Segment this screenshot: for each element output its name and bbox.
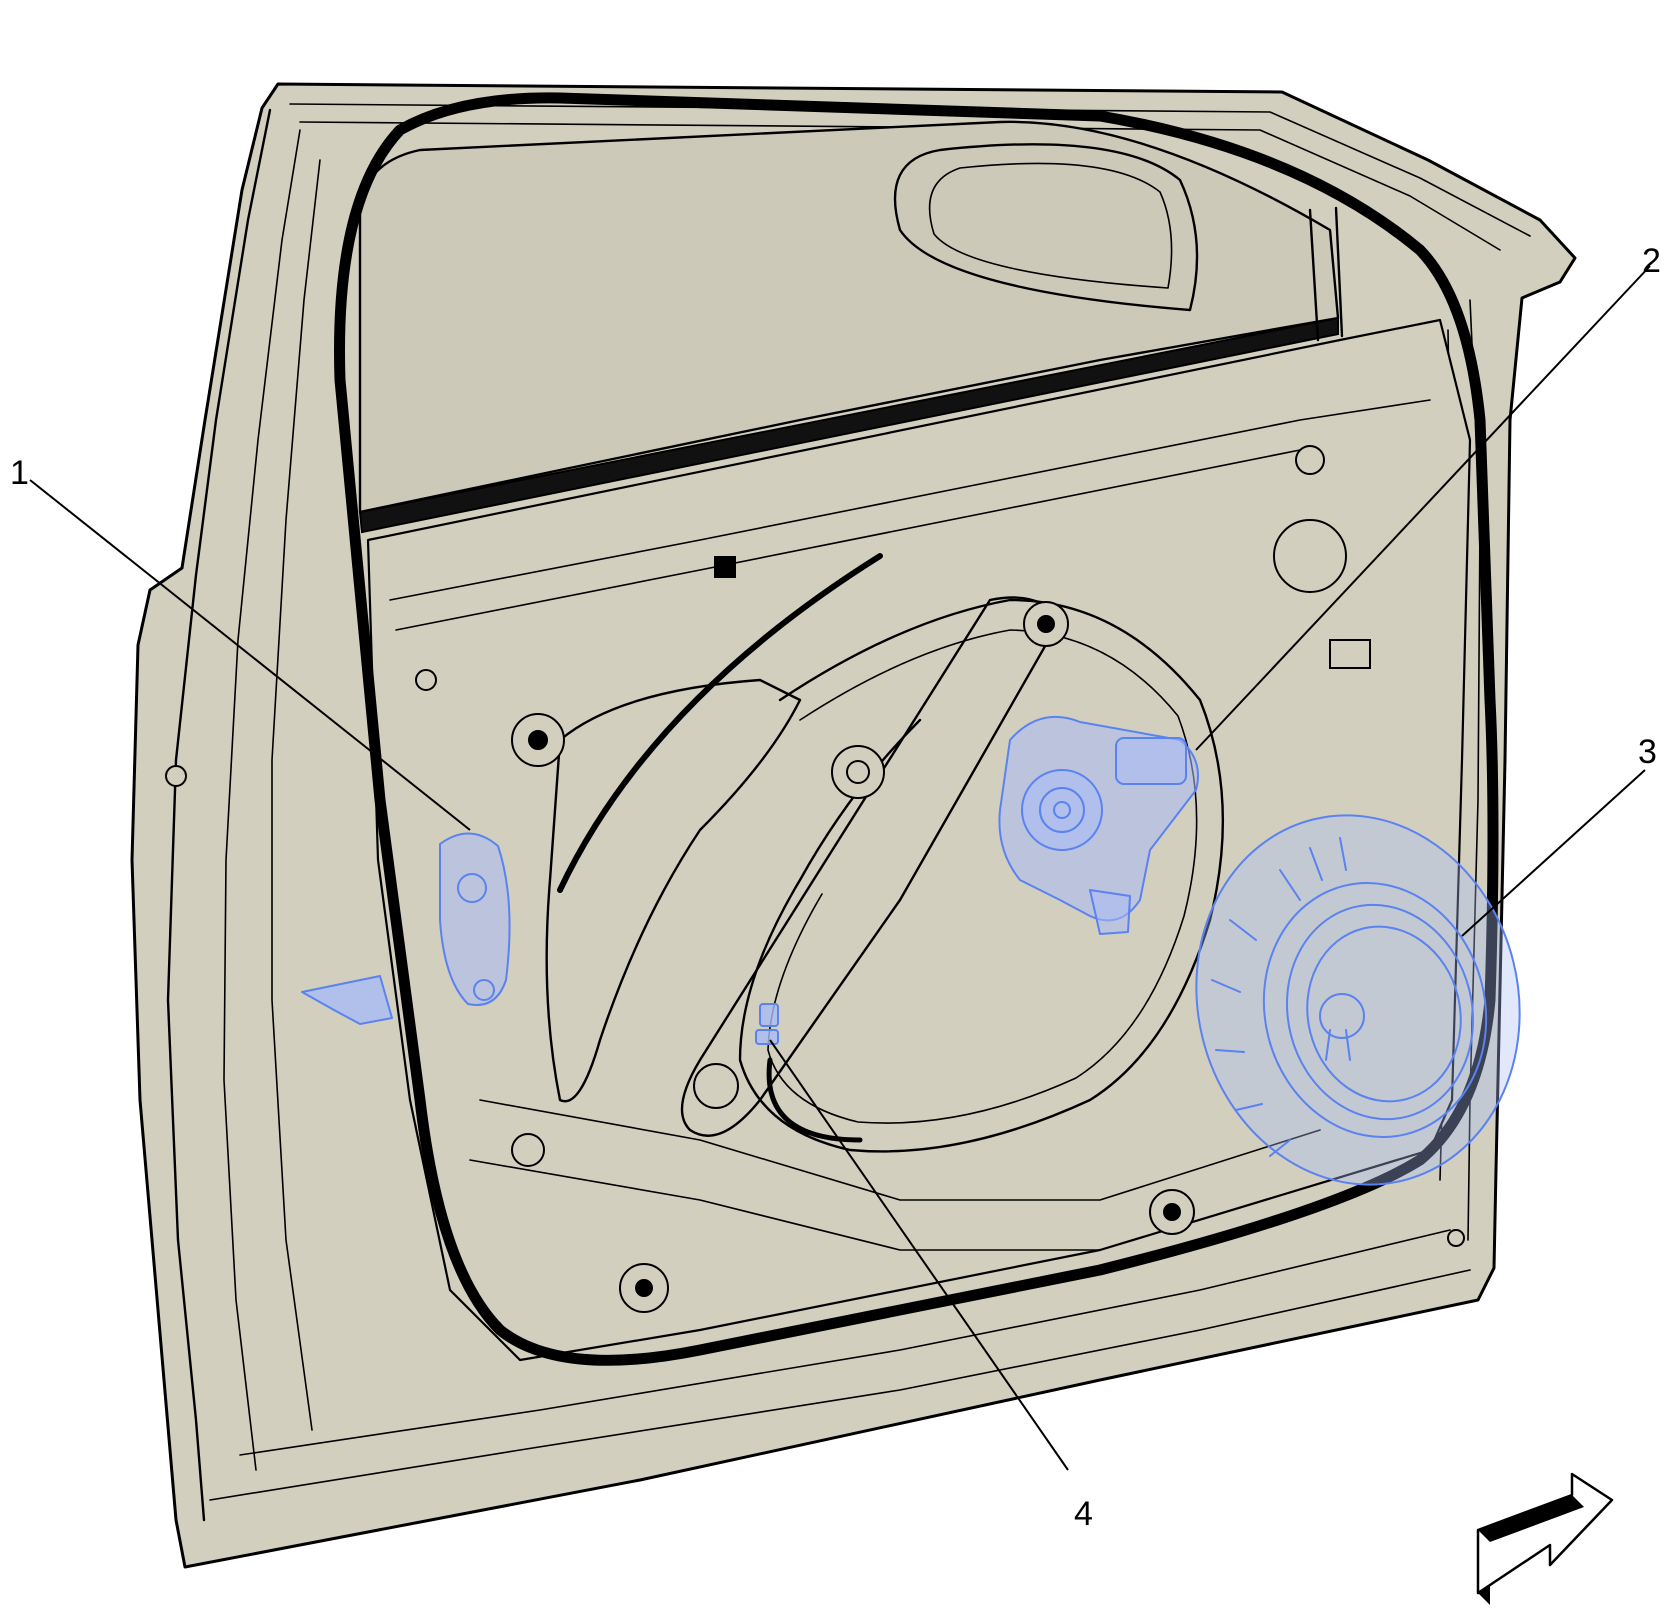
harness-connector [1329,639,1371,669]
component-1-door-latch [301,832,511,1025]
hole-1 [1273,519,1347,593]
fasteners [165,445,1465,1313]
window-motor-gear-center [1053,801,1071,819]
bottom-flange-line-2 [239,1229,1451,1456]
window-motor-connector [1089,889,1131,935]
connector-plug [755,1029,779,1045]
lower-reinforcement-2 [469,1159,1101,1251]
mirror-sail-inner [928,162,1173,289]
hole-7 [1447,1229,1465,1247]
fastener-2-center [1037,615,1055,633]
connector-body [759,1003,779,1027]
bottom-flange-line [209,1269,1471,1501]
window-motor-gear [1039,787,1085,833]
mirror-sail [893,143,1199,312]
front-flange-line [166,108,272,1522]
speaker-cone-mid [1285,903,1475,1121]
speaker-dust-cap-marks [1325,1029,1351,1061]
front-flange-line-2 [223,129,301,1471]
leader-line-4 [769,1039,1069,1471]
callout-label-2: 2 [1642,242,1661,280]
callout-label-3: 3 [1638,733,1657,771]
inner-bracket-diagonal [680,596,1062,1137]
callout-label-4: 4 [1074,1495,1093,1533]
window-glass-opening [358,120,1340,514]
rear-glass-channel [1308,206,1344,342]
leader-line-2 [1195,265,1651,751]
inner-panel [165,318,1472,1362]
window-motor-gear-housing [1021,769,1103,851]
fastener-3-center [846,760,870,784]
callout-label-1: 1 [10,454,29,492]
door-latch-body [439,832,511,1006]
inner-rib-2 [395,449,1301,631]
lower-reinforcement [479,1099,1321,1201]
fastener-4-center [635,1279,653,1297]
hole-3 [693,1063,739,1109]
top-frame-line-2 [299,121,1501,251]
door-latch-pin [473,979,495,1001]
hole-2 [511,1133,545,1167]
panel-square-mark [714,556,736,578]
regulator-rail-loop [738,598,1225,1153]
belt-weatherstrip [358,316,1339,534]
hole-6 [165,765,187,787]
speaker-frame-ribs [1211,837,1347,1157]
component-3-speaker [1195,814,1521,1186]
hole-5 [415,669,437,691]
front-flange-line-3 [271,159,321,1431]
view-direction-arrow-top [1478,1495,1584,1542]
wiring-harness-upper [557,553,883,893]
view-direction-arrow-icon [1476,1472,1614,1605]
speaker-cone-inner [1306,925,1462,1103]
inner-rib-1 [389,399,1431,601]
latch-striker-plate [301,975,393,1025]
component-4-connector [755,1003,779,1045]
inner-panel-body [366,318,1472,1362]
window-motor-armature [1115,737,1187,785]
component-2-window-motor [998,715,1199,935]
leader-line-1 [29,479,471,831]
fastener-1-center [528,730,548,750]
regulator-rail-loop-inner [767,629,1198,1124]
window-area [358,120,1344,534]
leader-line-3 [1461,769,1646,937]
fastener-5-center [1163,1203,1181,1221]
door-weatherstrip-seal [334,92,1499,1366]
callout-labels: 1 2 3 4 [10,242,1661,1533]
speaker-cone-outer [1262,881,1488,1139]
hole-4 [1295,445,1325,475]
door-latch-gear [457,873,487,903]
speaker-dust-cap [1319,993,1365,1039]
callout-leaders [29,265,1651,1471]
